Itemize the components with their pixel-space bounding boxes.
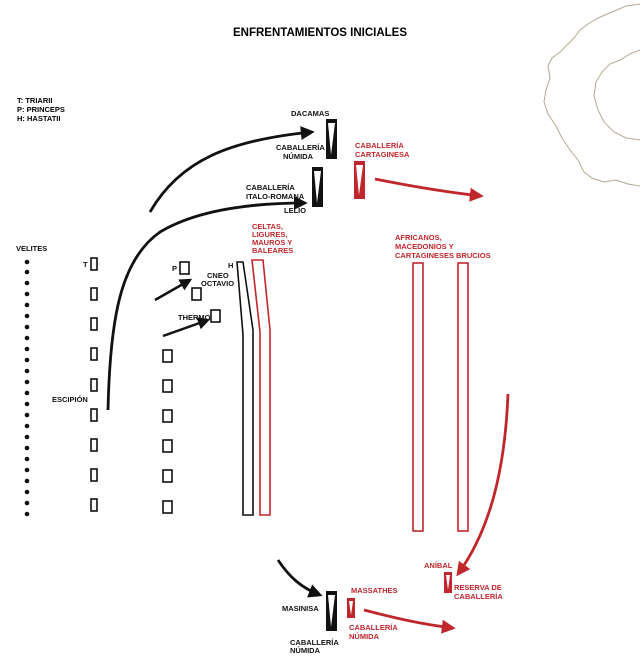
princeps-arrow-upper [154,278,193,302]
label-thermo: THERMO [178,313,211,322]
label-africanos-1: AFRICANOS, [395,233,442,242]
label-celtas-4: BALEARES [252,246,293,255]
label-cab-numida-top-2: NÚMIDA [283,152,314,161]
masinisa-cavalry-arrow [276,559,323,598]
label-cab-numida-top-1: CABALLERÍA [276,143,325,152]
label-lelio: LELIO [284,206,306,215]
carthaginian-numidian-cavalry [347,598,355,618]
label-cab-italo-2: ITALO-ROMANA [246,192,305,201]
label-velites: VELITES [16,244,47,253]
label-cab-numida-red-2: NÚMIDA [349,632,380,641]
label-africanos-3: CARTAGINESES [395,251,454,260]
label-octavio: OCTAVIO [201,279,234,288]
carthaginian-cavalry-top [354,161,365,199]
label-reserva-2: CABALLERÍA [454,592,503,601]
legend: T: TRIARII P: PRINCEPS H: HASTATII [17,96,65,123]
label-dacamas: DACAMAS [291,109,329,118]
celts-line [251,259,271,516]
carthaginian-cavalry-retreat-arrow [374,177,484,202]
princeps-column [162,261,221,514]
reserve-move-arrow [456,393,510,577]
terrain-outline [543,3,640,187]
label-africanos-2: MACEDONIOS Y [395,242,454,251]
label-celtas-3: MAUROS Y [252,238,292,247]
label-celtas-2: LIGURES, [252,230,287,239]
label-hastatii: H [228,261,233,270]
label-cab-numida-bottom-1: CABALLERÍA [290,638,339,647]
terrain-inner-outline [593,49,640,141]
label-anibal: ANÍBAL [424,561,453,570]
label-cab-cartaginesa-1: CABALLERÍA [355,141,404,150]
princeps-arrow-lower [162,317,211,338]
africans-line [412,262,424,532]
dacamas-cavalry-arrow [148,126,315,213]
brucios-line [457,262,469,532]
label-reserva-1: RESERVA DE [454,583,502,592]
legend-triarii: T: TRIARII [17,96,52,105]
roman-cavalry-top [326,119,337,159]
label-cneo: CNEO [207,271,229,280]
label-celtas-1: CELTAS, [252,222,283,231]
triarii-column [90,257,98,512]
label-triarii: T [83,260,88,269]
velites-line [24,259,30,517]
legend-hastatii: H: HASTATII [17,114,60,123]
label-cab-italo-1: CABALLERÍA [246,183,295,192]
label-escipion: ESCIPIÓN [52,395,88,404]
label-masinisa: MASINISA [282,604,319,613]
label-cab-numida-red-1: CABALLERÍA [349,623,398,632]
label-cab-numida-bottom-2: NÚMIDA [290,646,321,655]
massathes-retreat-arrow [363,608,456,634]
escipion-advance-arrow [106,196,308,411]
hastatii-line [236,261,254,516]
hannibal-cavalry-reserve [444,572,452,593]
label-brucios: BRUCIOS [456,251,491,260]
label-princeps: P [172,264,177,273]
italo-roman-cavalry [312,167,323,207]
roman-cavalry-bottom [326,591,337,631]
diagram-title: ENFRENTAMIENTOS INICIALES [233,27,407,39]
legend-princeps: P: PRINCEPS [17,105,65,114]
label-cab-cartaginesa-2: CARTAGINESA [355,150,410,159]
label-massathes: MASSATHES [351,586,398,595]
